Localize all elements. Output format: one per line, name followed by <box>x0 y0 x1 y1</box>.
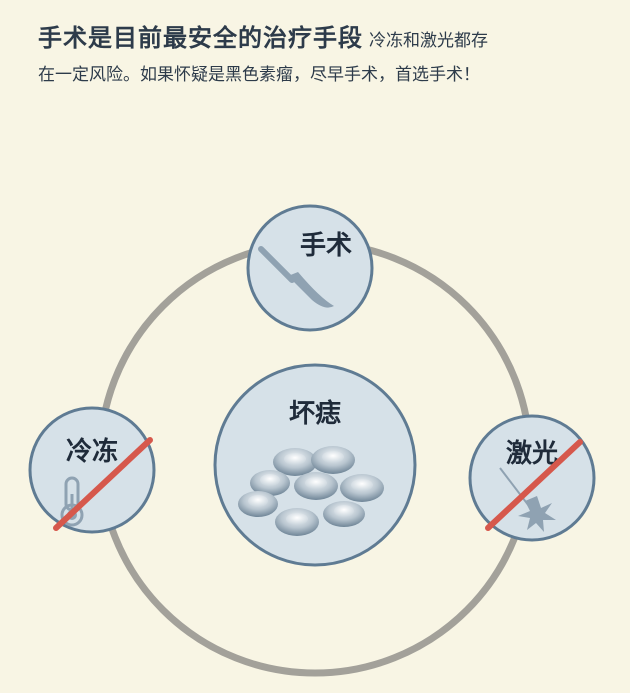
title-line: 手术是目前最安全的治疗手段冷冻和激光都存 <box>38 20 618 59</box>
laser-node: 激光 <box>468 414 596 542</box>
center-label: 坏痣 <box>289 398 341 429</box>
scalpel-icon <box>258 246 334 308</box>
laser-label: 激光 <box>506 438 558 469</box>
header: 手术是目前最安全的治疗手段冷冻和激光都存 在一定风险。如果怀疑是黑色素瘤，尽早手… <box>38 20 618 89</box>
subtitle-part-1: 冷冻和激光都存 <box>369 31 488 51</box>
freezing-label: 冷冻 <box>66 436 118 467</box>
laser-burst-icon <box>499 467 556 532</box>
laser-cross-line <box>485 439 583 531</box>
mole-cells-icon <box>238 446 384 536</box>
center-node: 坏痣 <box>213 363 417 567</box>
freezing-cross-line <box>53 437 153 531</box>
page-title: 手术是目前最安全的治疗手段 <box>38 24 363 52</box>
surgery-label: 手术 <box>300 231 352 261</box>
surgery-node: 手术 <box>246 204 374 332</box>
subtitle-part-2: 在一定风险。如果怀疑是黑色素瘤，尽早手术，首选手术！ <box>38 65 480 85</box>
freezing-node: 冷冻 <box>28 406 156 534</box>
